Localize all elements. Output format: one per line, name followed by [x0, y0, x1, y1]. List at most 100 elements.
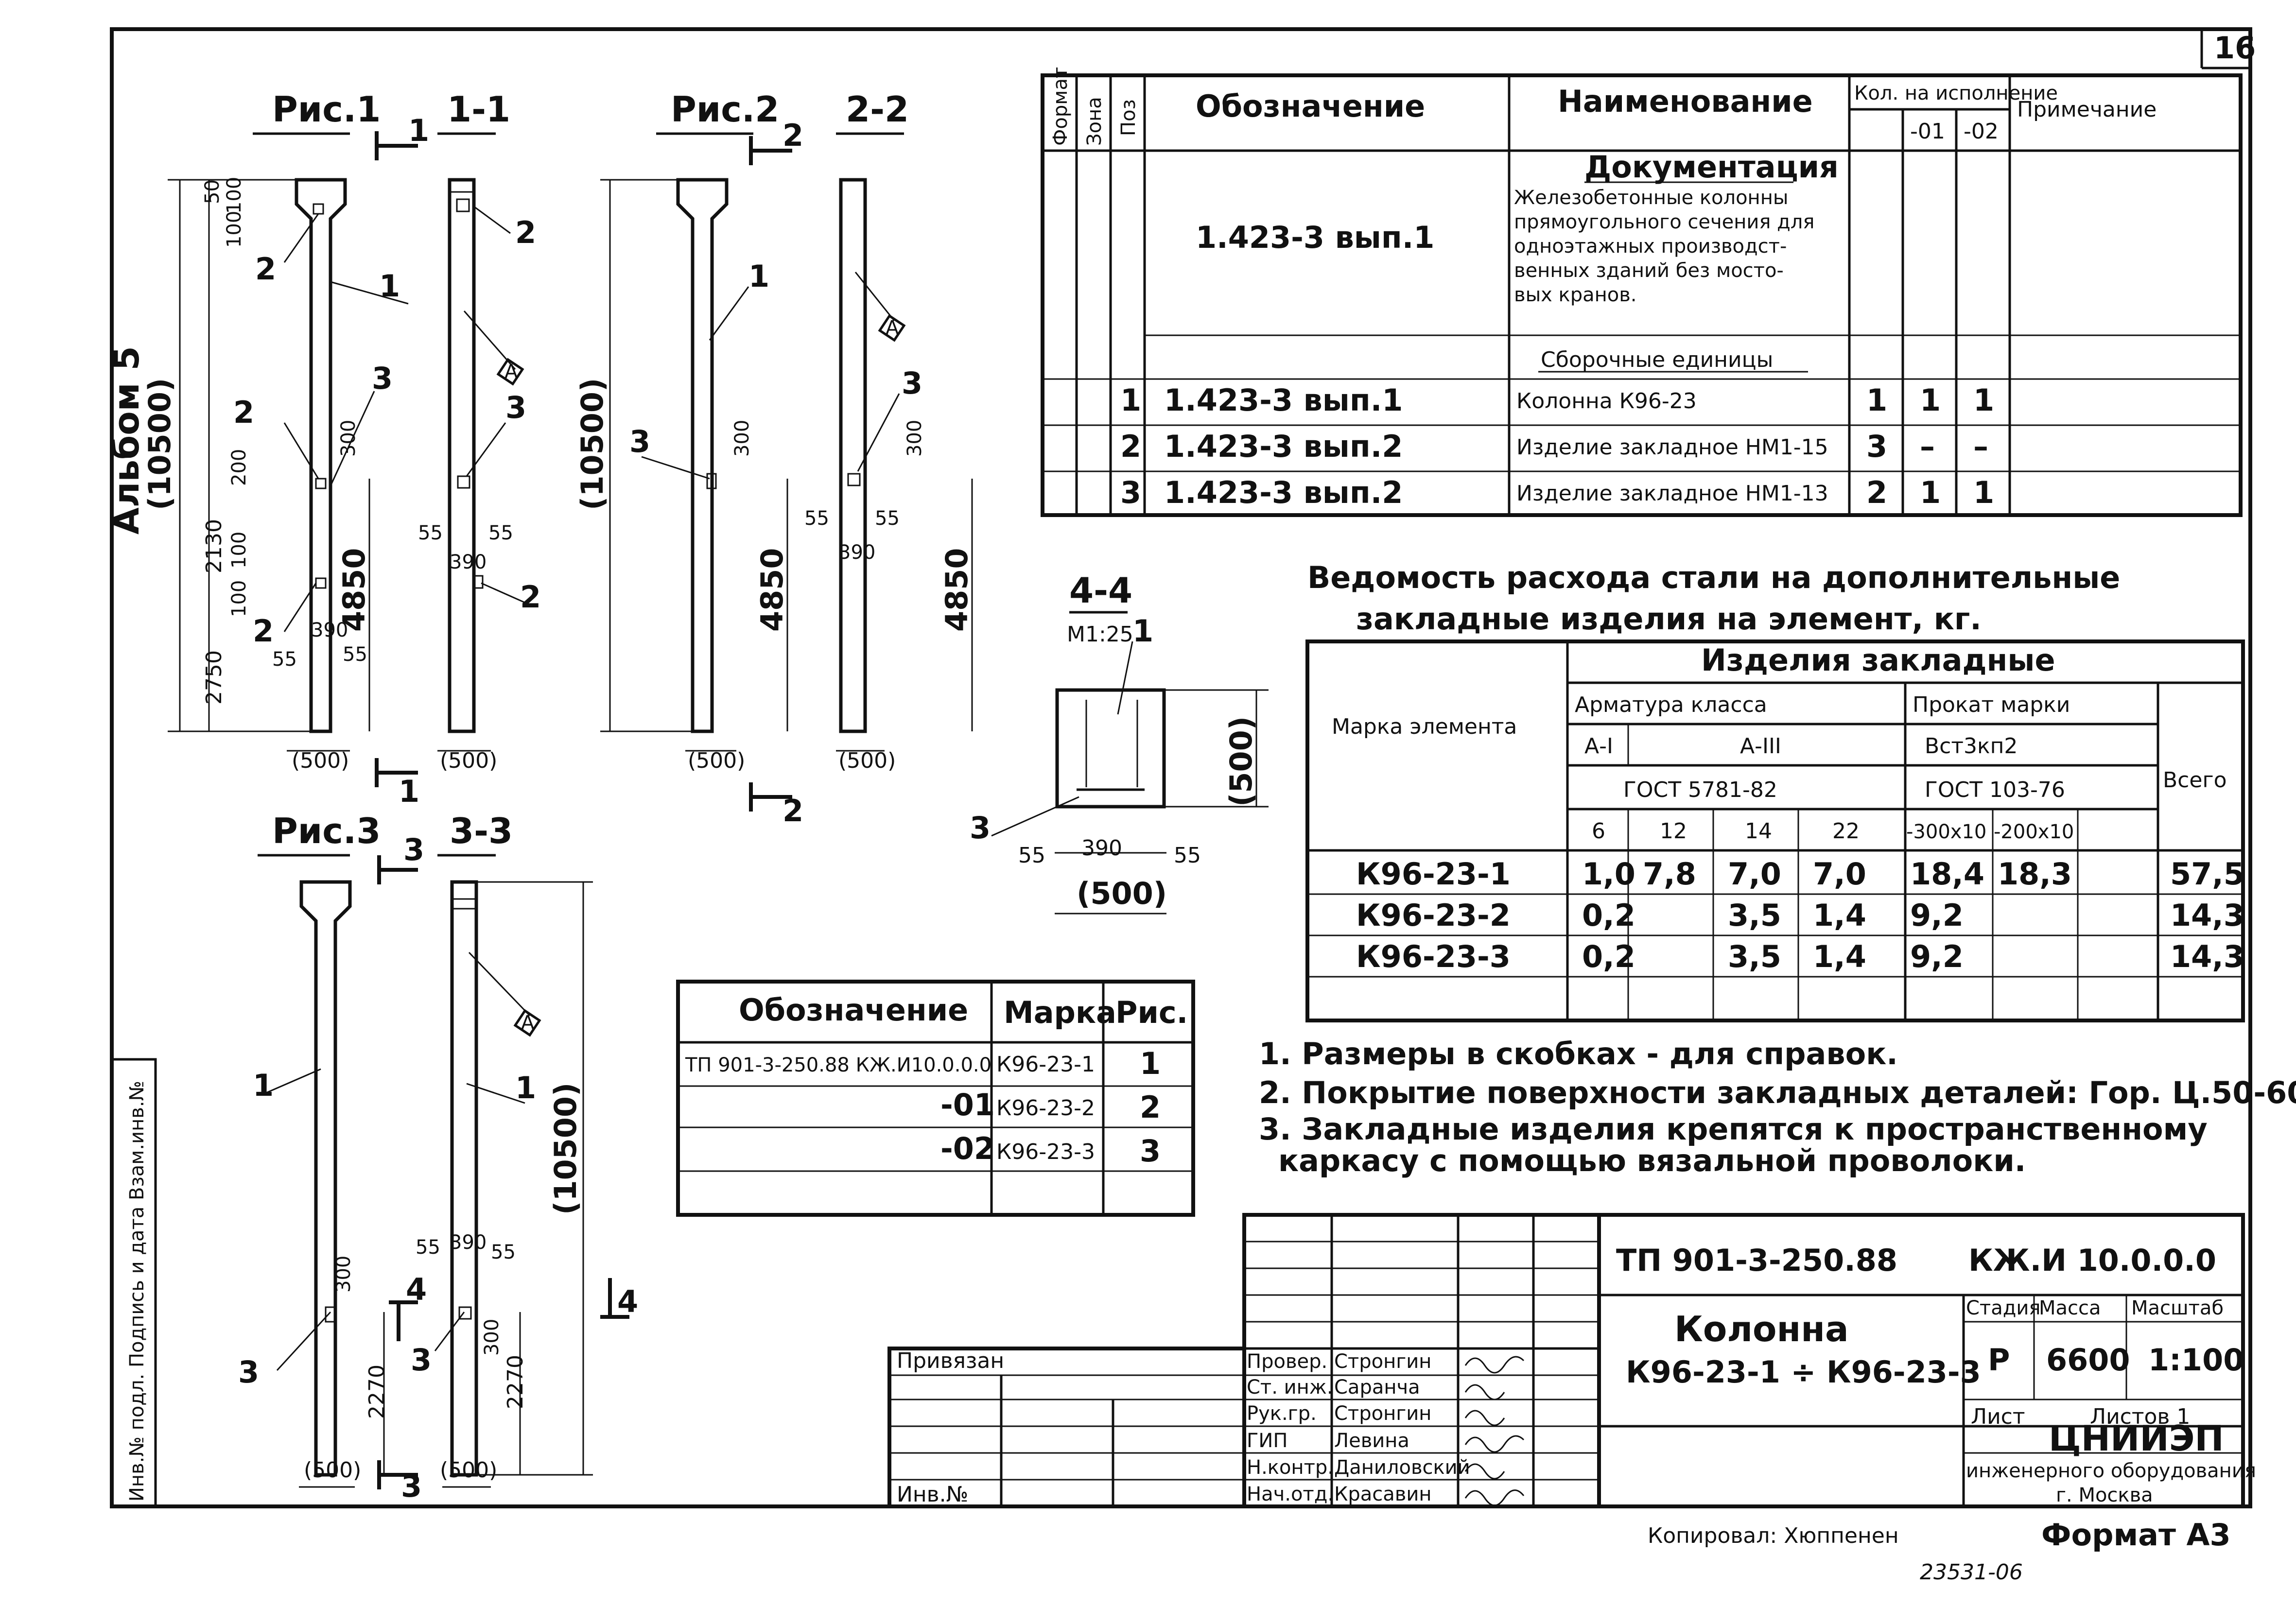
note-1: 1. Размеры в скобках - для справок.: [1259, 1036, 1898, 1071]
svg-text:Привязан: Привязан: [897, 1348, 1004, 1373]
specification-table: Формат Зона Поз Обозначение Наименование…: [1041, 67, 2243, 517]
svg-text:3,5: 3,5: [1728, 939, 1781, 974]
svg-text:вых кранов.: вых кранов.: [1514, 284, 1637, 306]
svg-text:(500): (500): [440, 748, 497, 773]
svg-text:1,0: 1,0: [1582, 856, 1635, 892]
svg-text:(500): (500): [1223, 716, 1259, 807]
fig1-title: Рис.1: [272, 89, 381, 130]
svg-text:-02: -02: [940, 1131, 995, 1166]
svg-text:300: 300: [904, 420, 926, 457]
svg-text:1: 1: [1132, 613, 1153, 649]
svg-text:А: А: [521, 1012, 535, 1034]
sec44-title: 4-4: [1069, 570, 1132, 611]
svg-text:(10500): (10500): [574, 378, 610, 510]
svg-text:–: –: [1973, 429, 1988, 464]
svg-text:390: 390: [450, 1231, 487, 1254]
svg-text:1: 1: [1920, 382, 1941, 418]
svg-text:Н.контр.: Н.контр.: [1247, 1456, 1334, 1479]
sec11-column: [448, 178, 476, 733]
svg-text:К96-23-2: К96-23-2: [1356, 898, 1511, 933]
side-stamp: [110, 1058, 157, 1508]
svg-text:Инв.№: Инв.№: [897, 1482, 968, 1507]
svg-text:Формат: Формат: [1049, 67, 1072, 146]
svg-text:Колонна: Колонна: [1674, 1309, 1849, 1349]
svg-text:ГИП: ГИП: [1247, 1430, 1287, 1452]
svg-text:390: 390: [838, 541, 875, 564]
svg-text:1: 1: [408, 113, 429, 148]
svg-text:14,3: 14,3: [2170, 898, 2244, 933]
svg-text:ТП 901-3-250.88: ТП 901-3-250.88: [1616, 1243, 1897, 1278]
svg-text:Красавин: Красавин: [1334, 1483, 1432, 1505]
figure-1: Рис.1 1-1 1 1 2 1 2 3 2 2 3 2: [142, 89, 541, 809]
svg-text:1,4: 1,4: [1813, 898, 1866, 933]
svg-text:2: 2: [253, 613, 274, 649]
svg-text:0,2: 0,2: [1582, 898, 1635, 933]
svg-text:1.423-3 вып.1: 1.423-3 вып.1: [1196, 220, 1434, 255]
steel-consumption-table: Ведомость расхода стали на дополнительны…: [1305, 560, 2245, 1022]
svg-text:3: 3: [629, 424, 650, 459]
svg-text:Кол. на исполнение: Кол. на исполнение: [1854, 82, 2058, 104]
fig2-column: [676, 178, 729, 733]
svg-text:Прокат марки: Прокат марки: [1913, 692, 2070, 717]
svg-text:55: 55: [804, 507, 829, 530]
section-4-4: 4-4 М1:25 1 3 55 390 55 (500) (500): [970, 570, 1269, 915]
svg-text:Стадия: Стадия: [1966, 1297, 2040, 1319]
svg-text:Обозначение: Обозначение: [1196, 88, 1425, 124]
svg-text:Масса: Масса: [2039, 1297, 2101, 1319]
svg-text:Примечание: Примечание: [2017, 97, 2157, 122]
svg-text:Всего: Всего: [2163, 768, 2226, 793]
svg-text:300: 300: [337, 420, 360, 457]
svg-text:-01: -01: [1910, 119, 1945, 144]
steel-title-2: закладные изделия на элемент, кг.: [1356, 601, 1982, 637]
svg-text:Марка элемента: Марка элемента: [1332, 714, 1517, 739]
svg-text:Железобетонные колонны: Железобетонные колонны: [1514, 187, 1788, 209]
svg-text:3: 3: [372, 361, 393, 396]
svg-text:12: 12: [1660, 819, 1687, 844]
svg-text:А: А: [504, 361, 518, 383]
svg-text:2: 2: [1120, 429, 1141, 464]
svg-text:Стронгин: Стронгин: [1334, 1350, 1431, 1373]
svg-text:3: 3: [238, 1354, 259, 1390]
svg-text:(500): (500): [440, 1458, 497, 1483]
svg-text:3,5: 3,5: [1728, 898, 1781, 933]
sheet-number: 16: [2214, 30, 2256, 66]
sec11-title: 1-1: [447, 89, 510, 130]
sec33-title: 3-3: [450, 811, 513, 851]
svg-text:ГОСТ 103-76: ГОСТ 103-76: [1925, 778, 2065, 802]
svg-text:200: 200: [228, 449, 250, 486]
svg-text:К96-23-2: К96-23-2: [996, 1096, 1095, 1121]
svg-text:1: 1: [1866, 382, 1887, 418]
svg-text:2: 2: [515, 215, 536, 250]
svg-text:100: 100: [228, 580, 250, 617]
svg-text:Изделие закладное НМ1-13: Изделие закладное НМ1-13: [1516, 481, 1828, 506]
svg-text:9,2: 9,2: [1910, 898, 1964, 933]
fig3-column: [299, 880, 352, 1477]
svg-text:2270: 2270: [503, 1355, 528, 1409]
svg-text:Даниловский: Даниловский: [1334, 1456, 1470, 1479]
svg-text:Саранча: Саранча: [1334, 1376, 1420, 1399]
svg-text:(500): (500): [1077, 876, 1167, 911]
svg-text:-200х10: -200х10: [1994, 821, 2074, 843]
svg-text:А: А: [886, 317, 899, 339]
sheet-frame: [110, 27, 2252, 1508]
format-label: Формат А3: [2041, 1517, 2231, 1553]
note-3-cont: каркасу с помощью вязальной проволоки.: [1278, 1143, 2026, 1178]
svg-text:300: 300: [332, 1256, 355, 1293]
svg-text:3: 3: [1140, 1133, 1161, 1169]
fig3-title: Рис.3: [272, 811, 381, 851]
svg-text:3: 3: [401, 1469, 422, 1504]
svg-text:2: 2: [255, 251, 276, 287]
svg-text:Рис.: Рис.: [1115, 995, 1188, 1030]
svg-text:4850: 4850: [939, 548, 974, 632]
handwritten-number: 23531-06: [1920, 1560, 2023, 1585]
svg-text:3: 3: [411, 1342, 432, 1378]
sec22-title: 2-2: [846, 89, 909, 130]
svg-text:7,0: 7,0: [1728, 856, 1781, 892]
svg-text:(500): (500): [304, 1458, 361, 1483]
svg-text:3: 3: [1120, 475, 1141, 510]
svg-text:22: 22: [1832, 819, 1860, 844]
svg-text:КЖ.И 10.0.0.0: КЖ.И 10.0.0.0: [1968, 1243, 2216, 1278]
svg-text:1: 1: [1973, 382, 1994, 418]
svg-text:55: 55: [488, 522, 513, 544]
